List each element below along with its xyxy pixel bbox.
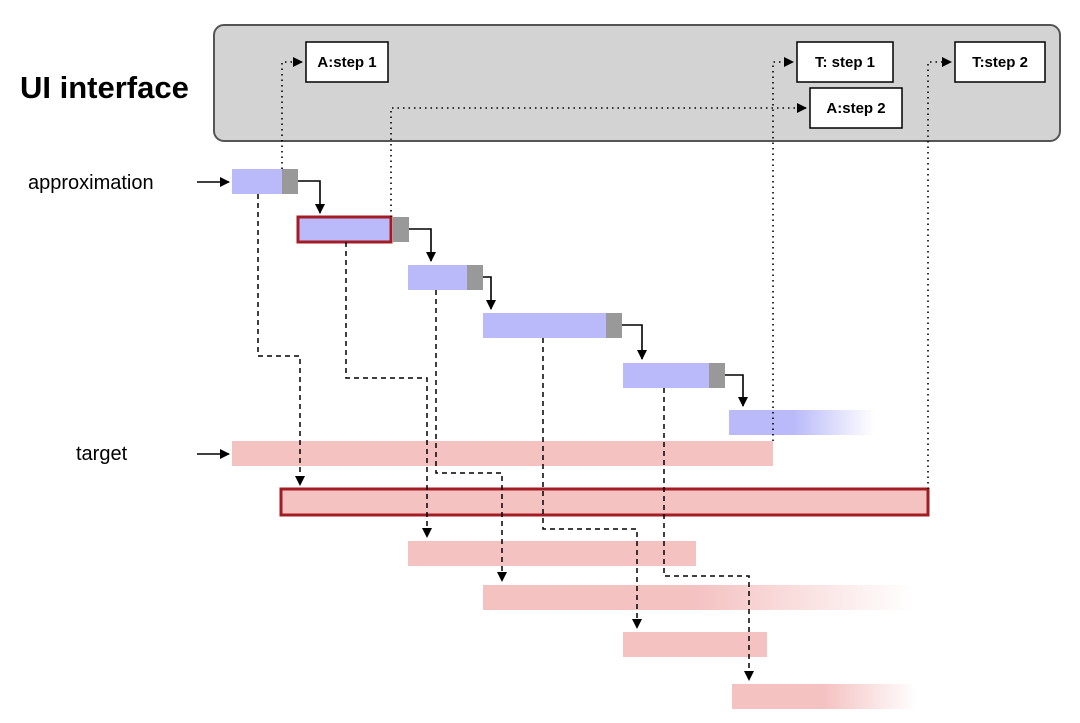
overhead-block-1: [282, 169, 298, 194]
target-bar-4-faded: [483, 585, 913, 610]
ui-interface-title: UI interface: [20, 70, 189, 105]
overhead-block-3: [467, 265, 483, 290]
target-bar-6-faded: [732, 684, 917, 709]
target-bar-3: [408, 541, 696, 566]
step-box-t1: T: step 1: [796, 41, 894, 83]
target-bar-1: [232, 441, 773, 466]
approx-bar-6-faded: [729, 410, 874, 435]
svg-text:T: step 1: T: step 1: [815, 54, 875, 71]
chain-arrows: [298, 180, 748, 407]
approx-bar-4: [483, 313, 606, 338]
overhead-block-2: [393, 217, 409, 242]
svg-text:T:step 2: T:step 2: [972, 54, 1028, 71]
step-box-t2: T:step 2: [954, 41, 1046, 83]
svg-text:A:step 2: A:step 2: [826, 100, 885, 117]
approx-bar-5: [623, 363, 709, 388]
ui-connectors: [281, 57, 952, 489]
approx-bar-2-highlighted: [296, 215, 393, 244]
overhead-block-4: [606, 313, 622, 338]
svg-text:A:step 1: A:step 1: [317, 54, 376, 71]
step-box-a2: A:step 2: [809, 87, 903, 129]
target-bar-2-highlighted: [279, 487, 930, 517]
overhead-block-5: [709, 363, 725, 388]
step-box-a1: A:step 1: [305, 41, 389, 83]
target-label: target: [76, 443, 128, 465]
approximation-label: approximation: [28, 172, 154, 194]
approx-target-connectors: [257, 194, 754, 681]
approx-bar-3: [408, 265, 467, 290]
approx-bar-1: [232, 169, 282, 194]
target-bar-5: [623, 632, 767, 657]
